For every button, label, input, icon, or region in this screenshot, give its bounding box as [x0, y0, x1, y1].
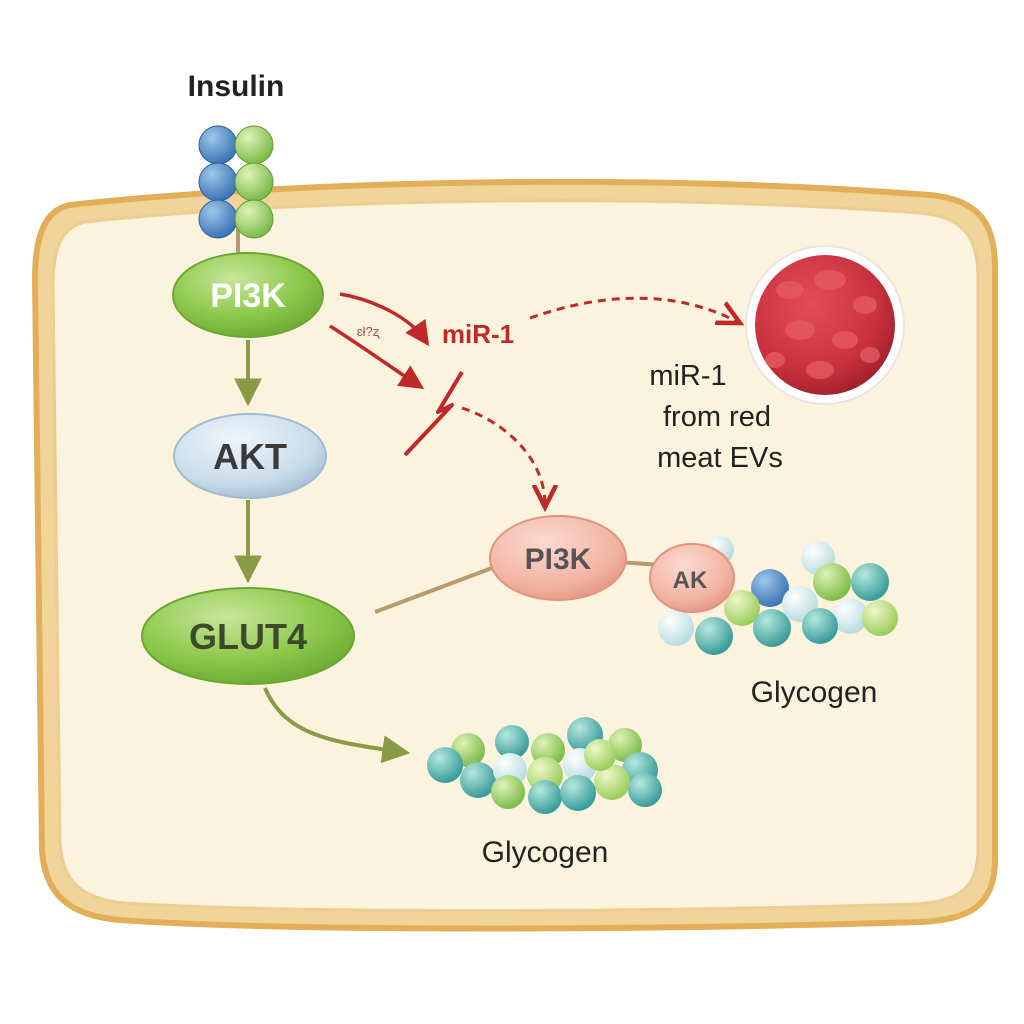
akt-inhibited-label: AK: [673, 567, 708, 594]
source-line-2: from red: [663, 401, 771, 433]
arrow-mir1-pi3k-dashed: [461, 406, 545, 505]
arrow-mir1-feedback: [329, 324, 425, 390]
pi3k-inhibited-label: PI3K: [525, 543, 592, 576]
arrow-meat-mir1-dashed: [529, 296, 738, 322]
glut4-label: GLUT4: [189, 616, 307, 657]
arrow-glut4-glycogen: [263, 687, 411, 764]
mir1-label: miR-1: [442, 319, 514, 349]
mir1-inhibition-zigzag: [403, 370, 464, 457]
pi3k-inhibited-node: PI3K: [489, 515, 627, 601]
glycogen-side-label: Glycogen: [751, 676, 878, 709]
glycogen-main-cluster: [427, 717, 662, 814]
akt-label: AKT: [213, 436, 287, 477]
insulin-receptor: [198, 125, 274, 262]
glycogen-main-label: Glycogen: [482, 836, 609, 869]
glut4-node: GLUT4: [141, 587, 355, 685]
akt-inhibited-node: AK: [649, 543, 735, 613]
arrow-pi3k-mir1: [339, 292, 430, 347]
akt-node: AKT: [173, 413, 327, 499]
source-line-3: meat EVs: [657, 442, 783, 474]
red-meat-source-label: miR-1 from red meat EVs: [649, 360, 783, 474]
glycogen-side-cluster: [658, 536, 898, 655]
link-glut4-pi3k: [374, 563, 501, 614]
pi3k-node: PI3K: [172, 252, 324, 338]
pi3k-label: PI3K: [210, 277, 286, 315]
insulin-label: Insulin: [188, 70, 285, 103]
mir1-effects: ɛł?ʐ miR-1: [329, 292, 738, 505]
mir1-scribble: ɛł?ʐ: [357, 324, 381, 339]
source-line-1: miR-1: [649, 360, 726, 392]
red-meat-ev: [745, 245, 905, 405]
